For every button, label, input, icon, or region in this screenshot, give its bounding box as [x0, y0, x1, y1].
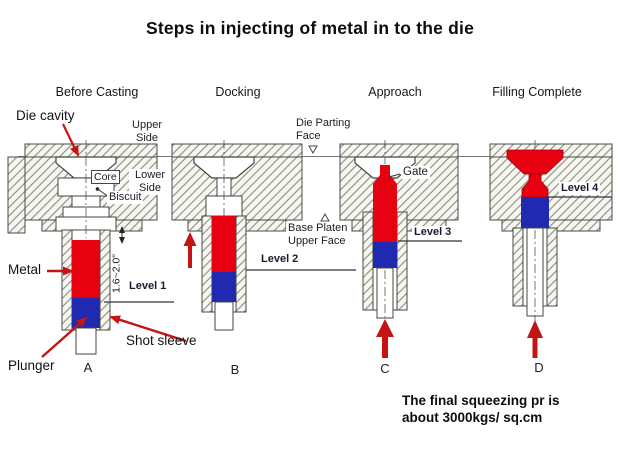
- label-level-1: Level 1: [129, 280, 167, 292]
- shot-sleeve-wall: [235, 215, 247, 313]
- label-core: Core: [91, 170, 120, 184]
- plunger-rod: [214, 301, 234, 331]
- shot-sleeve-wall: [362, 211, 374, 311]
- filled-casting-cup: [506, 149, 564, 175]
- label-base-platen-upper-face: Base Platen Upper Face: [286, 222, 350, 248]
- plunger-block: [373, 242, 397, 268]
- plunger-block: [521, 197, 549, 228]
- shot-sleeve-wall: [512, 227, 524, 307]
- upper-die-band: [24, 143, 158, 158]
- docking-up-arrow: [183, 232, 197, 268]
- plunger-block: [212, 272, 236, 302]
- label-level-4: Level 4: [559, 182, 601, 195]
- stage-letter-d: D: [534, 360, 544, 375]
- stage-letter-a: A: [83, 360, 93, 375]
- label-upper-side: Upper Side: [132, 119, 162, 144]
- squeeze-up-arrow: [527, 320, 543, 358]
- shot-sleeve-wall: [61, 229, 73, 331]
- stage-d-drawing: [489, 140, 613, 358]
- label-metal: Metal: [8, 262, 42, 277]
- stage-letter-c: C: [380, 361, 390, 376]
- stage-c-drawing: [339, 140, 462, 358]
- stage-header-docking: Docking: [215, 85, 261, 99]
- metal-column: [72, 240, 100, 298]
- base-platen-face-marker: [320, 212, 330, 222]
- upper-die-band: [339, 143, 459, 158]
- label-die-parting-face: Die Parting Face: [296, 117, 351, 142]
- shot-sleeve-arrow: [109, 315, 187, 343]
- metal-column: [373, 212, 397, 242]
- plunger-block: [72, 298, 100, 328]
- label-gate: Gate: [401, 166, 430, 179]
- stage-b-drawing: [171, 140, 356, 331]
- stage-header-before-casting: Before Casting: [55, 85, 139, 99]
- metal-column: [212, 216, 236, 272]
- upper-die-band: [171, 143, 303, 158]
- injection-up-arrow: [376, 319, 394, 358]
- label-shot-weight-dimension: 1.6~2.0": [110, 253, 123, 294]
- shot-sleeve-wall: [396, 211, 408, 311]
- stage-header-filling-complete: Filling Complete: [492, 85, 582, 99]
- shot-sleeve-wall: [546, 227, 558, 307]
- shot-sleeve-wall: [201, 215, 213, 313]
- label-level-2: Level 2: [261, 253, 299, 265]
- note-squeezing-pressure: The final squeezing pr is about 3000kgs/…: [402, 393, 560, 425]
- plunger-arrow: [41, 316, 88, 358]
- stage-header-approach: Approach: [368, 85, 422, 99]
- label-shot-sleeve: Shot sleeve: [126, 333, 197, 348]
- label-plunger: Plunger: [8, 358, 55, 373]
- stage-letter-b: B: [230, 362, 240, 377]
- page-title: Steps in injecting of metal in to the di…: [145, 18, 475, 38]
- label-level-3: Level 3: [412, 226, 454, 239]
- die-cavity-shape: [193, 156, 255, 179]
- plunger-rod: [75, 327, 97, 355]
- die-parting-face-marker: [308, 145, 318, 155]
- gate-leader: [388, 173, 401, 178]
- label-die-cavity: Die cavity: [16, 108, 75, 123]
- shot-sleeve-wall: [99, 229, 111, 331]
- label-lower-side: Lower Side: [129, 169, 171, 195]
- die-cavity-arrow: [62, 123, 79, 157]
- stage-a-drawing: [24, 140, 174, 355]
- gap-dimension-arrows: [119, 226, 125, 244]
- label-biscuit: Biscuit: [107, 191, 144, 204]
- machine-edge-block: [7, 156, 26, 234]
